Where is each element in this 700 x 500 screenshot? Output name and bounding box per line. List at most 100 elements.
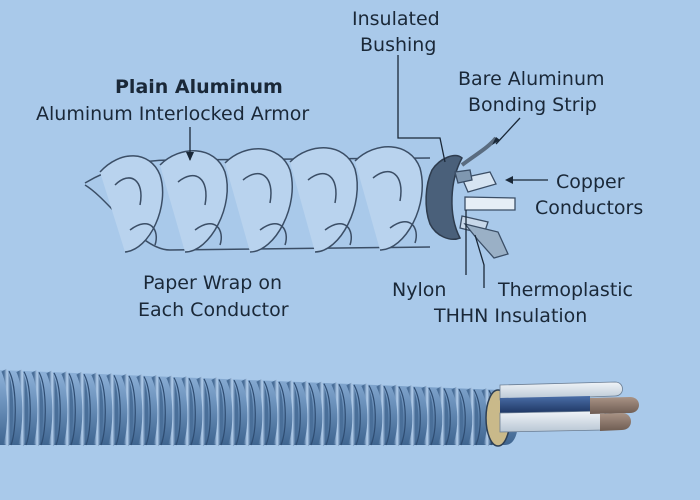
conductor bbox=[463, 222, 509, 259]
armor-ring-shadow bbox=[413, 387, 421, 446]
armor-ring bbox=[166, 375, 179, 447]
armor-ring bbox=[241, 378, 254, 447]
armor-ring bbox=[256, 378, 269, 447]
armor-ring bbox=[211, 377, 224, 447]
armor-ring-shadow bbox=[338, 384, 346, 446]
conductor-blue bbox=[500, 396, 590, 414]
armor-ring-shadow bbox=[293, 382, 301, 446]
leader-thermoplastic bbox=[474, 234, 485, 288]
armor-ring-shadow bbox=[203, 378, 211, 446]
armor-ring bbox=[106, 372, 119, 447]
leader-bonding-strip bbox=[495, 117, 521, 145]
armor-ring-shadow bbox=[353, 384, 361, 446]
armor-ring bbox=[16, 369, 29, 447]
label-each-conductor: Each Conductor bbox=[138, 299, 289, 321]
label-paper-wrap: Paper Wrap on bbox=[143, 272, 282, 294]
armor-ring bbox=[196, 376, 209, 447]
armor-ring-shadow bbox=[128, 375, 136, 446]
armor-ring bbox=[121, 373, 134, 447]
armor-ring bbox=[331, 381, 344, 447]
armor-ring-shadow bbox=[173, 377, 181, 446]
armor-winding bbox=[224, 148, 293, 253]
arrow-head bbox=[505, 176, 513, 184]
armor-ring-shadow bbox=[323, 383, 331, 446]
label-interlocked-armor: Aluminum Interlocked Armor bbox=[36, 103, 309, 125]
conductors-illustration bbox=[454, 169, 516, 259]
armor-ring-shadow bbox=[113, 375, 121, 446]
armor-ring bbox=[436, 386, 449, 447]
label-bonding-strip: Bonding Strip bbox=[468, 94, 597, 116]
armor-ring bbox=[301, 380, 314, 447]
label-insulated: Insulated bbox=[352, 8, 440, 30]
armor-ring bbox=[376, 383, 389, 447]
armor-ring bbox=[361, 383, 374, 447]
armor-ring-shadow bbox=[383, 385, 391, 446]
cable-conductors bbox=[499, 381, 639, 433]
armor-ring-shadow bbox=[143, 376, 151, 446]
armor-ring bbox=[1, 368, 14, 447]
armor-ring bbox=[136, 374, 149, 447]
label-conductors: Conductors bbox=[535, 197, 643, 219]
armor-ring bbox=[46, 370, 59, 447]
conductor bbox=[464, 196, 516, 211]
label-thermoplastic: Thermoplastic bbox=[497, 279, 633, 301]
armor-winding bbox=[354, 146, 423, 251]
armor-winding bbox=[289, 147, 358, 253]
armor-winding bbox=[99, 155, 164, 253]
armor-ring bbox=[31, 369, 44, 447]
armor-ring-shadow bbox=[98, 374, 106, 446]
armor-ring bbox=[181, 375, 194, 447]
armor-ring-shadow bbox=[368, 385, 376, 446]
armored-cable-illustration bbox=[84, 146, 431, 253]
armor-ring bbox=[346, 382, 359, 447]
leader-insulated-bushing bbox=[397, 55, 446, 163]
label-bare-aluminum: Bare Aluminum bbox=[458, 68, 605, 90]
armor-ring-shadow bbox=[263, 381, 271, 446]
armor-ring-shadow bbox=[233, 379, 241, 446]
armor-ring-shadow bbox=[8, 370, 16, 446]
armor-ring-shadow bbox=[83, 373, 91, 446]
bonding-strip bbox=[460, 136, 498, 167]
armor-ring-shadow bbox=[158, 376, 166, 446]
arrow-heads bbox=[186, 137, 513, 184]
armor-ring-shadow bbox=[278, 381, 286, 446]
armor-ring-shadow bbox=[458, 388, 466, 446]
armor-ring-shadow bbox=[443, 388, 451, 446]
armor-ring bbox=[61, 371, 74, 447]
leader-lines bbox=[189, 55, 548, 288]
armor-ring bbox=[466, 387, 479, 447]
armor-ring-shadow bbox=[23, 371, 31, 446]
label-plain-aluminum: Plain Aluminum bbox=[115, 76, 283, 98]
armor-ring bbox=[226, 377, 239, 447]
armor-rings bbox=[1, 368, 496, 447]
insulated-bushing bbox=[425, 154, 463, 240]
armor-ring-shadow bbox=[53, 372, 61, 446]
armor-ring bbox=[271, 379, 284, 447]
armor-ring-shadow bbox=[398, 386, 406, 446]
conductor-white bbox=[499, 410, 606, 433]
conductor-white-long bbox=[499, 381, 623, 401]
armor-ring-shadow bbox=[218, 379, 226, 446]
armor-winding bbox=[159, 150, 228, 253]
arrow-head bbox=[186, 152, 194, 161]
armor-ring bbox=[151, 374, 164, 447]
armor-ring-shadow bbox=[38, 372, 46, 446]
armor-ring-shadow bbox=[188, 378, 196, 446]
armor-ring-shadow bbox=[308, 382, 316, 446]
arrow-head bbox=[492, 137, 500, 145]
conductor bbox=[454, 169, 473, 184]
armor-ring bbox=[91, 372, 104, 447]
armor-ring bbox=[286, 380, 299, 447]
label-bushing: Bushing bbox=[360, 34, 436, 56]
armor-ring bbox=[406, 384, 419, 447]
label-thhn-insulation: THHN Insulation bbox=[433, 305, 587, 327]
armor-ring bbox=[391, 384, 404, 447]
armor-ring-shadow bbox=[473, 389, 481, 446]
armor-ring-shadow bbox=[248, 380, 256, 446]
cable-photo bbox=[0, 368, 639, 447]
armor-ring-shadow bbox=[68, 373, 76, 446]
armor-ring bbox=[421, 385, 434, 447]
armor-ring-shadow bbox=[428, 387, 436, 446]
